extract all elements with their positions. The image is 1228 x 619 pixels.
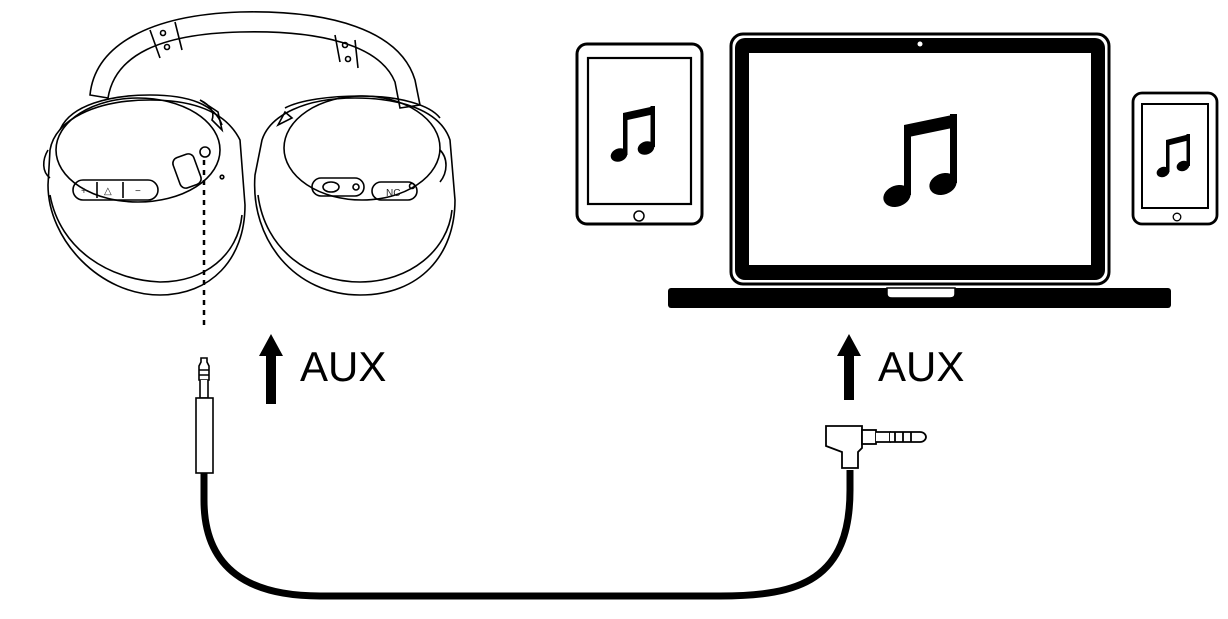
music-note-icon — [883, 114, 957, 207]
nc-button-label: NC — [386, 188, 400, 199]
aux-port — [172, 153, 202, 189]
nc-button — [371, 181, 418, 201]
headband — [89, 11, 421, 109]
left-button-panel — [72, 179, 159, 201]
left-button-triangle-label: △ — [104, 186, 112, 197]
angled-jack-plug — [825, 425, 927, 469]
arrow-up-icon — [837, 334, 861, 400]
left-button-plus-label: + — [81, 186, 87, 197]
aux-cable — [200, 470, 854, 600]
arrow-up-icon — [259, 334, 283, 404]
right-earcup — [253, 97, 456, 296]
left-earcup — [47, 99, 246, 296]
music-note-icon — [610, 106, 655, 162]
music-note-icon — [1156, 134, 1190, 178]
smartphone — [1131, 91, 1219, 226]
straight-jack-plug — [195, 357, 214, 474]
right-button-1 — [311, 177, 365, 197]
left-button-minus-label: − — [135, 186, 141, 197]
headphone-aux-label: AUX — [300, 343, 386, 390]
headphones — [42, 11, 456, 296]
device-aux-label: AUX — [878, 343, 964, 390]
tablet — [575, 42, 704, 226]
laptop — [668, 32, 1171, 308]
